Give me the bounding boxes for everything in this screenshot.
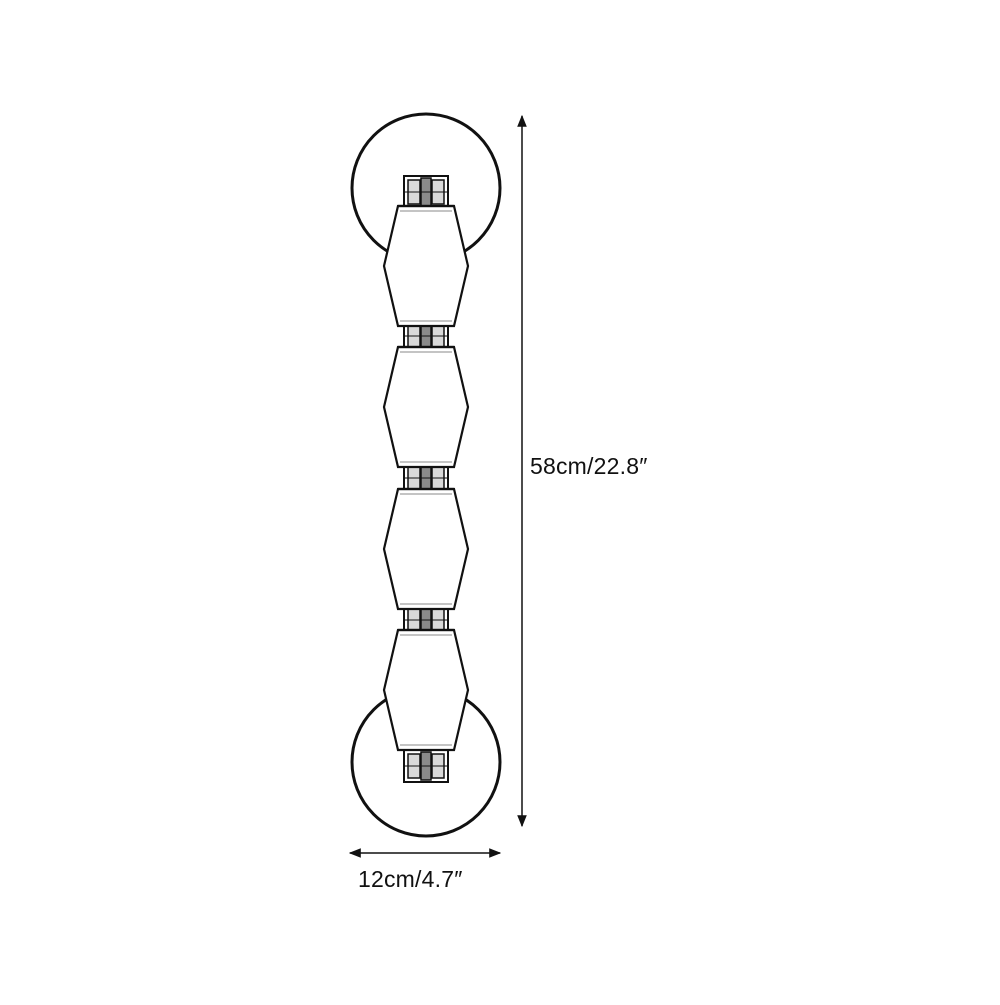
shade-2 bbox=[382, 345, 470, 469]
height-dimension-label: 58cm/22.8″ bbox=[530, 453, 648, 479]
width-dimension-label: 12cm/4.7″ bbox=[358, 866, 463, 892]
shade-4 bbox=[382, 628, 470, 752]
shade-3 bbox=[382, 487, 470, 611]
top-mount-joint bbox=[403, 175, 449, 209]
shade-1 bbox=[382, 204, 470, 328]
bottom-mount-joint bbox=[403, 749, 449, 783]
